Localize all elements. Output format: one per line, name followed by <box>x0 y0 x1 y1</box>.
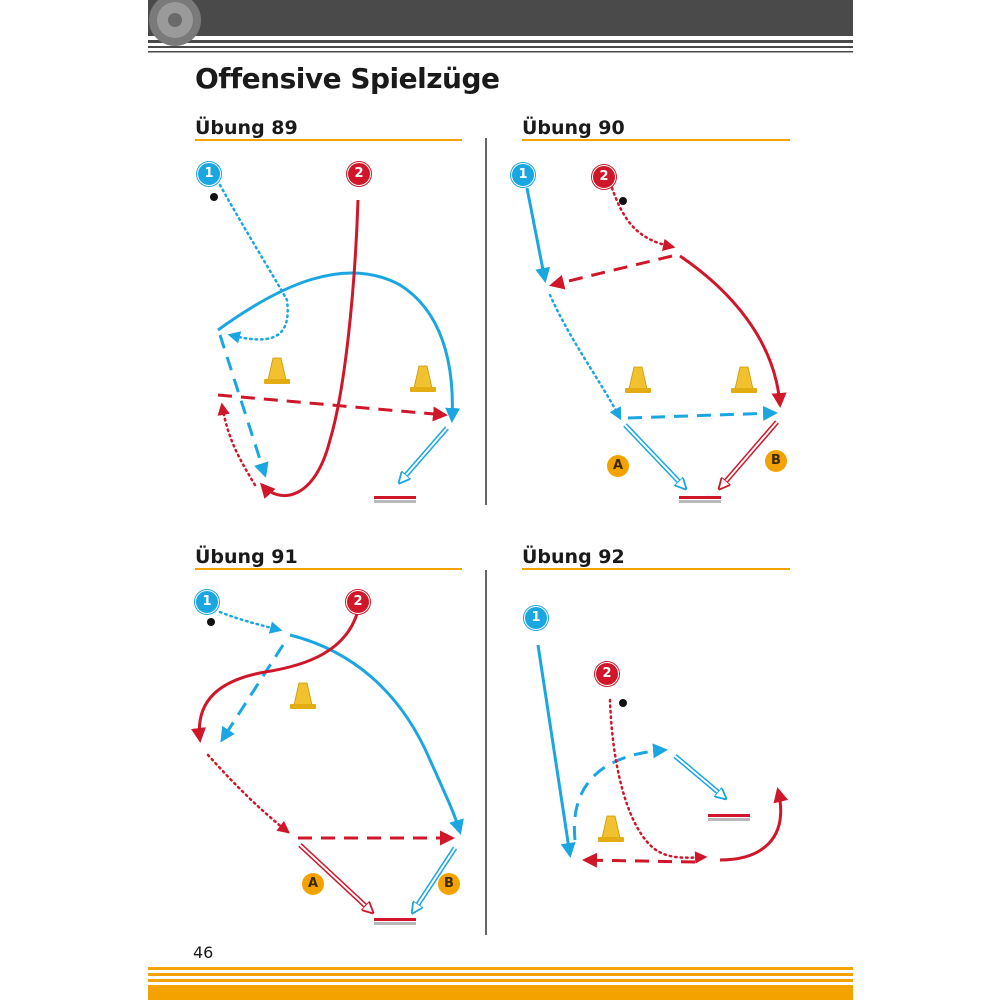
player-1-marker: 1 <box>511 163 535 187</box>
zone-a-marker: A <box>302 873 324 895</box>
footer-band <box>148 967 853 1000</box>
player-2-marker: 2 <box>592 165 616 189</box>
player-1-marker: 1 <box>195 590 219 614</box>
ball-icon <box>210 193 218 201</box>
player-1-marker: 1 <box>524 606 548 630</box>
zone-a-marker: A <box>607 455 629 477</box>
diagram-uebung-89 <box>210 183 461 503</box>
player-2-marker: 2 <box>346 590 370 614</box>
page-number: 46 <box>193 943 214 962</box>
diagram-uebung-92 <box>536 644 789 868</box>
zone-b-marker: B <box>438 873 460 895</box>
exercise-title-90: Übung 90 <box>522 117 625 139</box>
player-2-marker: 2 <box>595 662 619 686</box>
page-title: Offensive Spielzüge <box>195 62 500 95</box>
exercise-title-91: Übung 91 <box>195 546 298 568</box>
ball-icon <box>207 618 215 626</box>
exercise-title-89: Übung 89 <box>195 117 298 139</box>
exercise-title-92: Übung 92 <box>522 546 625 568</box>
player-2-marker: 2 <box>347 162 371 186</box>
header-band <box>148 0 853 53</box>
player-1-marker: 1 <box>197 162 221 186</box>
ball-icon <box>619 699 627 707</box>
diagram-uebung-90 <box>525 186 787 503</box>
section-underlines <box>195 139 790 570</box>
ball-icon <box>619 197 627 205</box>
zone-b-marker: B <box>765 450 787 472</box>
diagram-uebung-91 <box>191 610 464 925</box>
